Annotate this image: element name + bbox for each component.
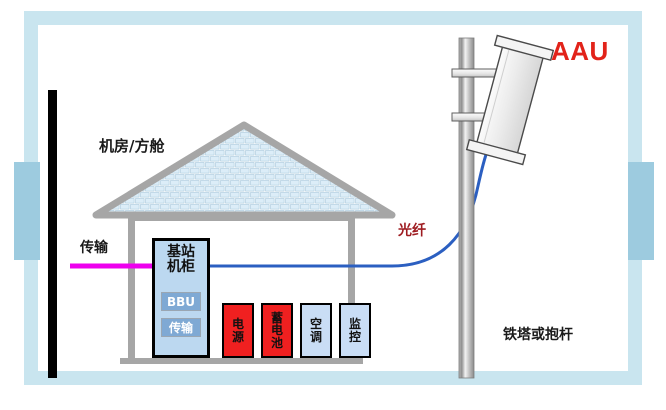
equipment-monitoring[interactable]: 监控 (339, 303, 371, 358)
tower-pole (458, 37, 475, 379)
cabinet-title-line2: 机柜 (167, 259, 195, 276)
equipment-air-conditioner-label: 空调 (309, 317, 322, 344)
cabinet-module-transmission[interactable]: 传输 (161, 318, 201, 337)
label-aau: AAU (551, 36, 609, 66)
cabinet-title: 基站机柜 (155, 244, 207, 276)
equipment-battery[interactable]: 蓄电池 (261, 303, 293, 358)
cabinet-module-bbu[interactable]: BBU (161, 292, 201, 311)
label-tower-or-pole: 铁塔或抱杆 (503, 327, 573, 343)
equipment-power-supply[interactable]: 电源 (222, 303, 254, 358)
aau-antenna (465, 34, 555, 166)
label-optical-fiber: 光纤 (398, 223, 426, 239)
cabinet-title-line1: 基站 (167, 244, 195, 260)
frame-accent-right (628, 162, 654, 260)
equipment-battery-label: 蓄电池 (270, 311, 283, 350)
left-black-bar (48, 90, 57, 378)
equipment-power-supply-label: 电源 (231, 317, 244, 344)
base-station-cabinet[interactable]: 基站机柜 BBU 传输 (152, 238, 210, 358)
building-structure (120, 215, 363, 364)
equipment-monitoring-label: 监控 (348, 317, 361, 344)
label-transmission: 传输 (80, 240, 108, 256)
equipment-air-conditioner[interactable]: 空调 (300, 303, 332, 358)
frame-accent-left (14, 162, 40, 260)
label-equipment-room: 机房/方舱 (99, 137, 165, 155)
